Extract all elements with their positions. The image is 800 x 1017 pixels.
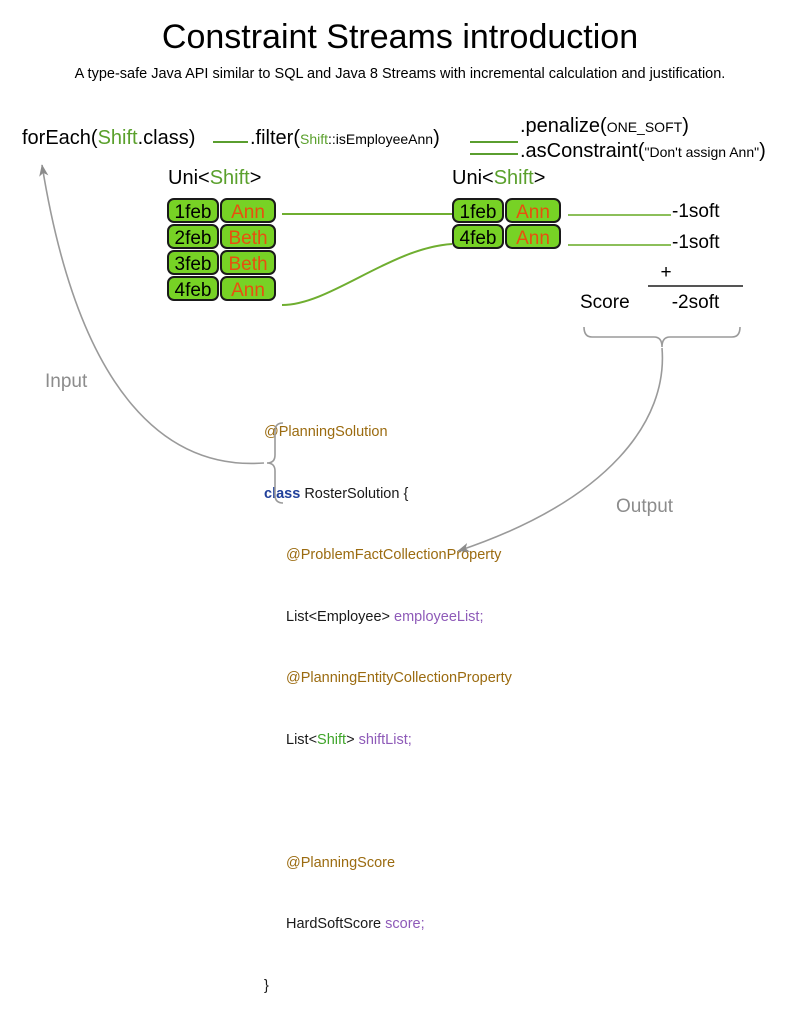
penalize-arg: ONE_SOFT bbox=[606, 119, 683, 135]
as-constraint-tail: ) bbox=[759, 140, 766, 162]
table-row: 1feb Ann bbox=[167, 198, 276, 223]
shift-date-cell: 2feb bbox=[167, 224, 219, 249]
filter-tail: ) bbox=[433, 127, 440, 149]
filter-method: .filter( bbox=[250, 127, 300, 149]
match-line-curve bbox=[281, 243, 453, 306]
shift-employee-cell: Ann bbox=[505, 224, 561, 249]
as-constraint-method: .asConstraint( bbox=[520, 140, 645, 162]
code-line-annotation-planning-entity: @PlanningEntityCollectionProperty bbox=[264, 668, 512, 689]
code-line-score-field: HardSoftScore score; bbox=[264, 914, 512, 935]
input-label: Input bbox=[45, 371, 88, 392]
code-line-annotation-problem-fact: @ProblemFactCollectionProperty bbox=[264, 545, 512, 566]
uni-right-prefix: Uni< bbox=[452, 167, 494, 189]
table-row: 1feb Ann bbox=[452, 198, 561, 223]
filter-arg-type: Shift bbox=[300, 131, 329, 147]
score-field-type: HardSoftScore bbox=[286, 916, 386, 932]
shift-list-prefix: List< bbox=[286, 731, 318, 748]
employee-list-type: List<Employee> bbox=[286, 608, 395, 625]
output-label: Output bbox=[616, 496, 674, 517]
foreach-call: forEach(Shift.class) bbox=[22, 127, 195, 150]
page-title: Constraint Streams introduction bbox=[161, 18, 639, 56]
shift-employee-cell: Beth bbox=[220, 250, 276, 275]
shift-table-left: 1feb Ann 2feb Beth 3feb Beth 4feb Ann bbox=[167, 198, 276, 302]
shift-list-mid: > bbox=[346, 731, 359, 748]
penalize-tail: ) bbox=[682, 115, 689, 137]
sum-operator: + bbox=[660, 262, 672, 283]
shift-employee-cell: Ann bbox=[220, 276, 276, 301]
uni-left-prefix: Uni< bbox=[168, 167, 210, 189]
shift-table-right: 1feb Ann 4feb Ann bbox=[452, 198, 561, 250]
table-row: 4feb Ann bbox=[452, 224, 561, 249]
penalize-method: .penalize( bbox=[520, 115, 607, 137]
shift-list-field: shiftList; bbox=[358, 731, 412, 748]
as-constraint-arg: "Don't assign Ann" bbox=[644, 144, 760, 160]
shift-date-cell: 3feb bbox=[167, 250, 219, 275]
score-label: Score bbox=[580, 292, 630, 313]
annotation-planning-entity-collection: @PlanningEntityCollectionProperty bbox=[286, 670, 512, 686]
uni-label-right: Uni<Shift> bbox=[452, 167, 545, 190]
foreach-tail: .class) bbox=[137, 127, 196, 149]
annotation-planning-score: @PlanningScore bbox=[286, 854, 396, 871]
uni-label-left: Uni<Shift> bbox=[168, 167, 261, 190]
class-name: RosterSolution { bbox=[304, 485, 409, 502]
filter-arg-rest: ::isEmployeeAnn bbox=[328, 131, 434, 147]
uni-right-type: Shift bbox=[493, 167, 534, 189]
shift-employee-cell: Beth bbox=[220, 224, 276, 249]
class-close-brace: } bbox=[264, 977, 269, 994]
foreach-type: Shift bbox=[97, 127, 138, 149]
stream-connector-line-1 bbox=[213, 141, 248, 143]
code-line-blank bbox=[264, 791, 512, 812]
score-field-name: score; bbox=[385, 916, 425, 932]
shift-list-type: Shift bbox=[317, 731, 347, 748]
uni-left-suffix: > bbox=[249, 167, 262, 189]
uni-left-type: Shift bbox=[209, 167, 250, 189]
penalty-value-1: -1soft bbox=[672, 201, 720, 222]
code-line-class-decl: class RosterSolution { bbox=[264, 484, 512, 505]
shift-date-cell: 1feb bbox=[167, 198, 219, 223]
stream-connector-line-2 bbox=[470, 141, 518, 143]
code-line-annotation-planning-score: @PlanningScore bbox=[264, 853, 512, 874]
foreach-method: forEach( bbox=[22, 127, 98, 149]
table-row: 4feb Ann bbox=[167, 276, 276, 301]
penalty-value-2: -1soft bbox=[672, 232, 720, 253]
annotation-problem-fact-collection: @ProblemFactCollectionProperty bbox=[286, 547, 502, 563]
code-line-close-brace: } bbox=[264, 976, 512, 997]
sum-rule-line bbox=[648, 285, 743, 287]
score-brace bbox=[583, 326, 741, 348]
table-row: 2feb Beth bbox=[167, 224, 276, 249]
filter-call: .filter(Shift::isEmployeeAnn) bbox=[250, 127, 440, 150]
page-subtitle: A type-safe Java API similar to SQL and … bbox=[74, 66, 726, 82]
stream-connector-line-3 bbox=[470, 153, 518, 155]
uni-right-suffix: > bbox=[533, 167, 546, 189]
shift-date-cell: 4feb bbox=[452, 224, 504, 249]
employee-list-field: employeeList; bbox=[394, 608, 484, 625]
table-row: 3feb Beth bbox=[167, 250, 276, 275]
shift-date-cell: 4feb bbox=[167, 276, 219, 301]
annotation-planning-solution: @PlanningSolution bbox=[264, 424, 388, 440]
score-total-value: -2soft bbox=[671, 292, 720, 313]
penalize-call: .penalize(ONE_SOFT) bbox=[520, 115, 689, 138]
code-line-employee-list: List<Employee> employeeList; bbox=[264, 607, 512, 628]
code-line-annotation-solution: @PlanningSolution bbox=[264, 422, 512, 443]
domain-model-code-block: @PlanningSolution class RosterSolution {… bbox=[264, 381, 512, 1017]
code-line-shift-list: List<Shift> shiftList; bbox=[264, 730, 512, 751]
shift-employee-cell: Ann bbox=[220, 198, 276, 223]
penalty-line-1 bbox=[568, 214, 671, 216]
penalty-line-2 bbox=[568, 244, 671, 246]
shift-date-cell: 1feb bbox=[452, 198, 504, 223]
shift-employee-cell: Ann bbox=[505, 198, 561, 223]
keyword-class: class bbox=[264, 485, 301, 502]
as-constraint-call: .asConstraint("Don't assign Ann") bbox=[520, 140, 766, 163]
